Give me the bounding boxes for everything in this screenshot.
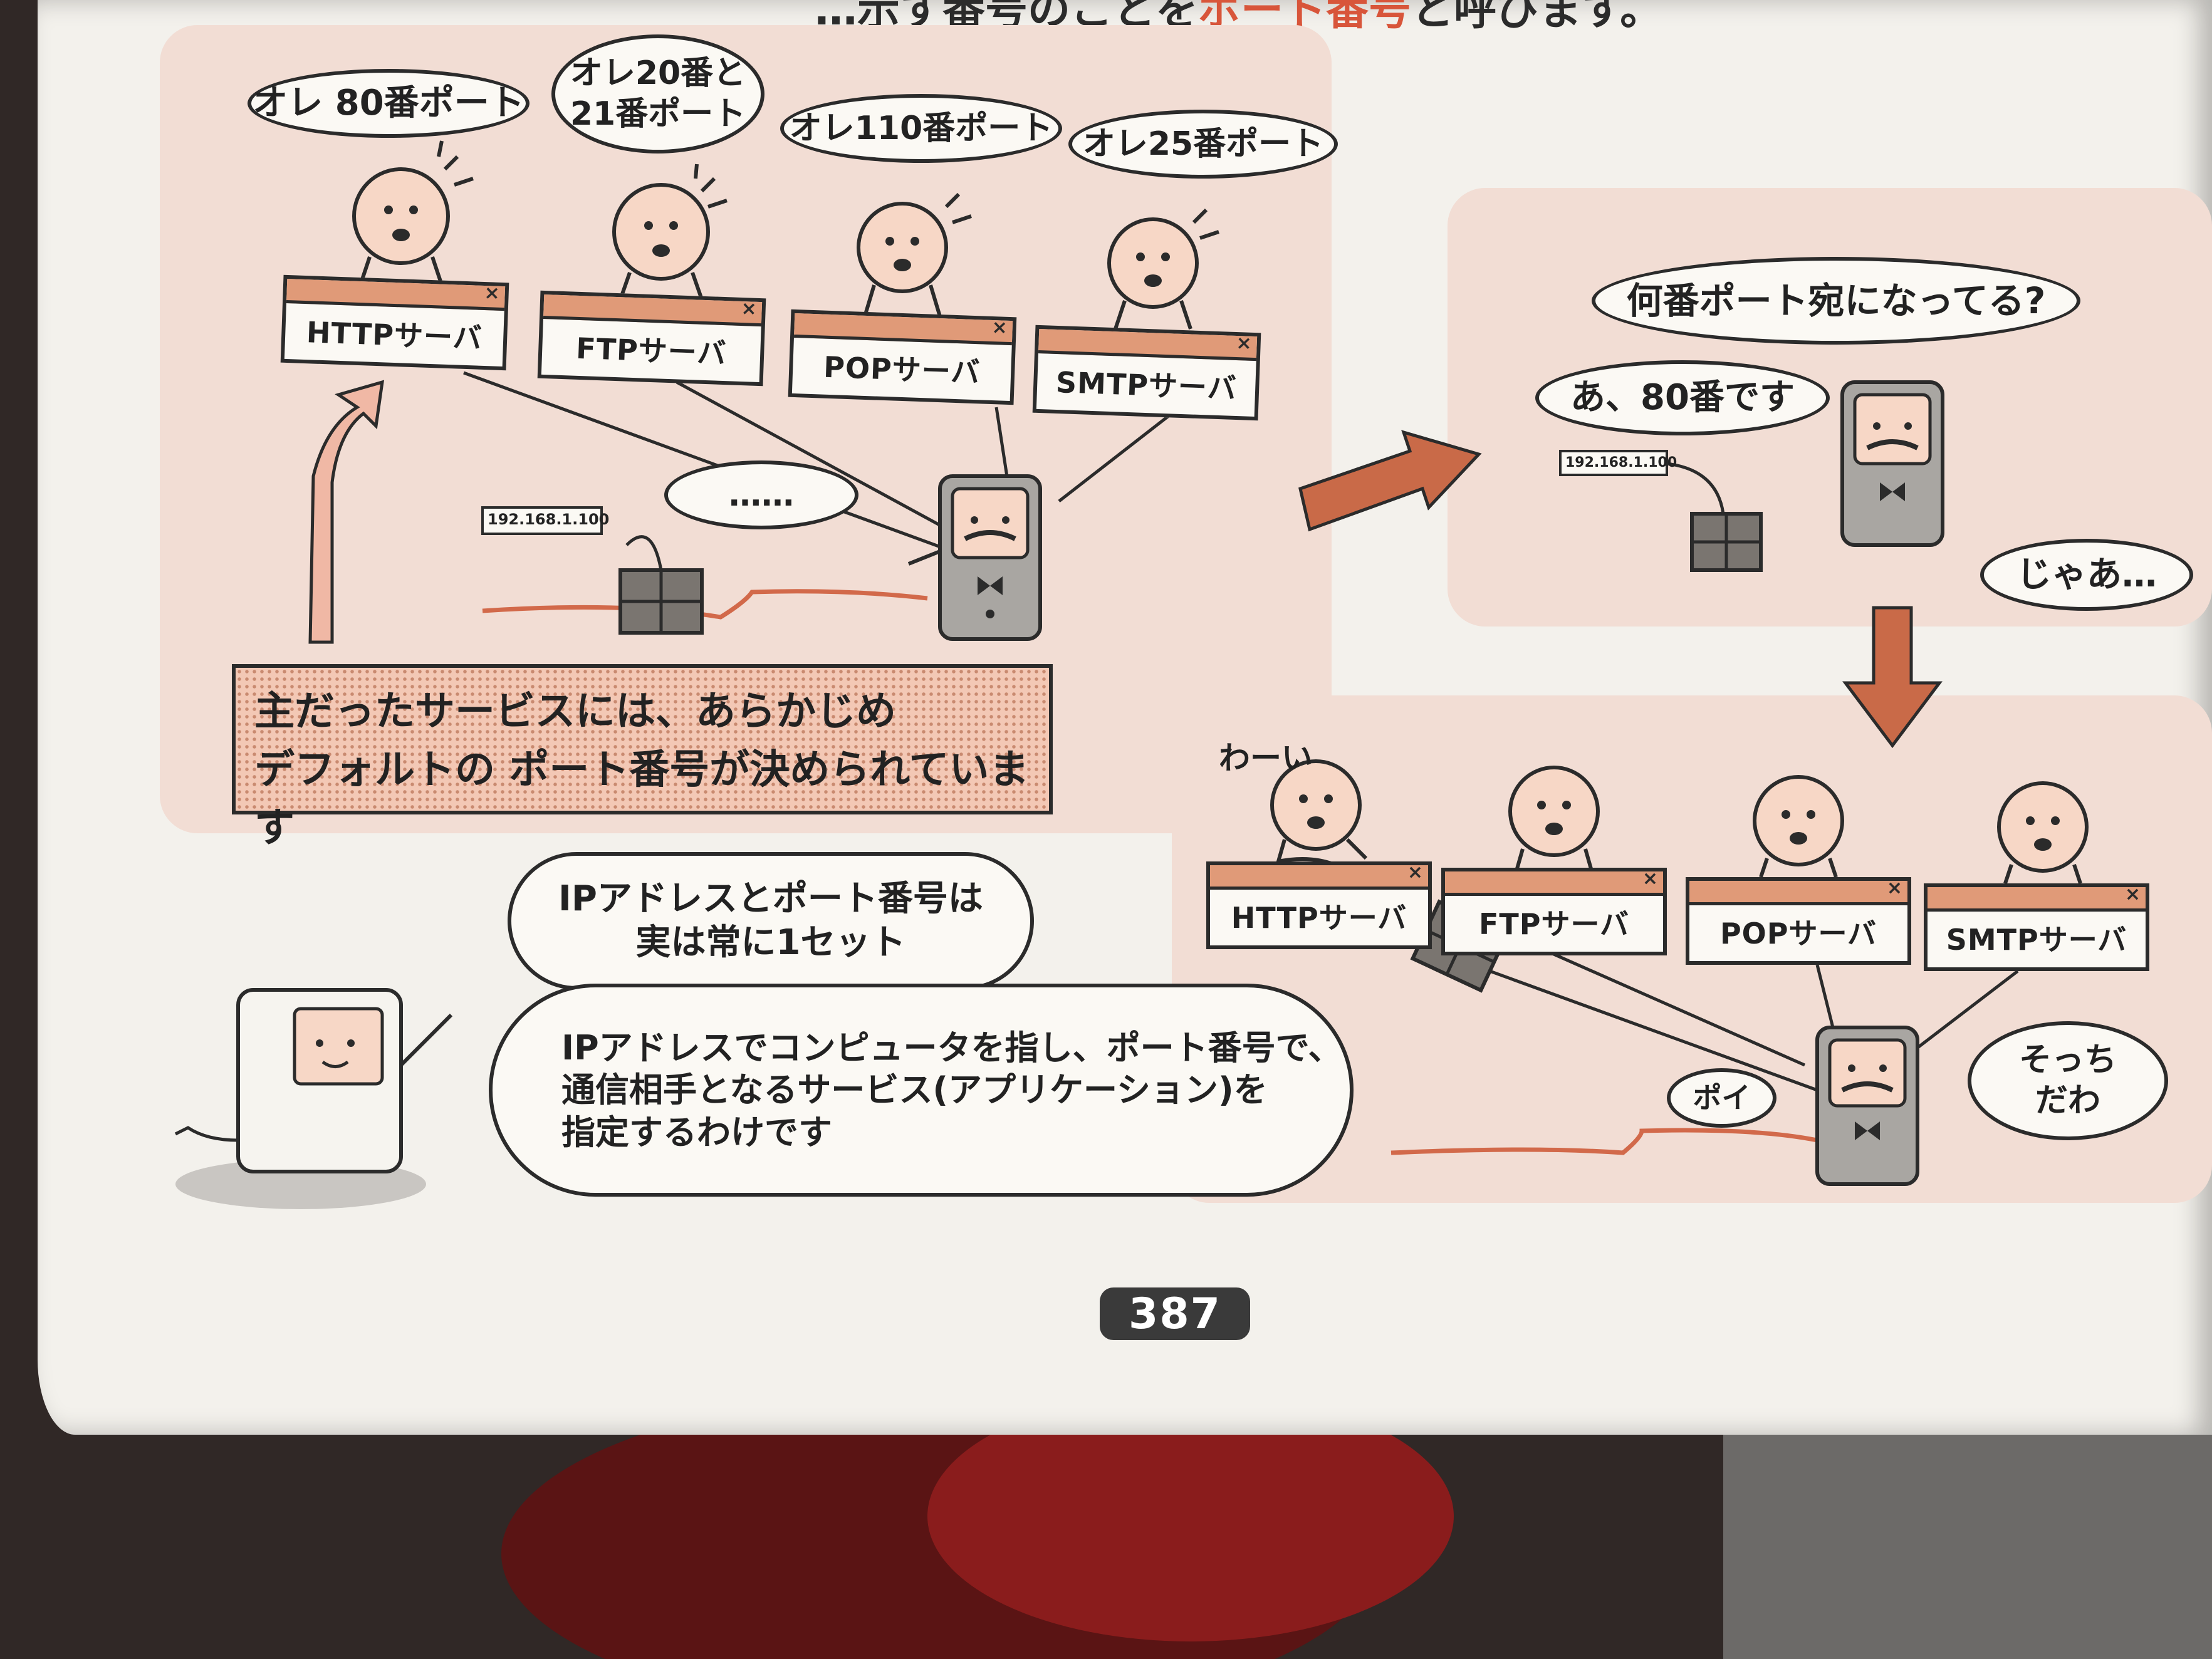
server-pop: ×POPサーバ — [788, 309, 1017, 405]
narrator-computer — [174, 988, 453, 1209]
packet-box-2 — [1559, 450, 1763, 572]
close-icon: × — [483, 281, 501, 304]
packet-box — [481, 506, 704, 635]
explain-line5: 指定するわけです — [561, 1112, 832, 1152]
speech-there: そっち だわ — [1968, 1021, 2168, 1140]
router-character-3 — [1815, 1026, 1919, 1186]
close-icon: × — [2124, 883, 2141, 905]
packet-ip-label: 192.168.1.100 — [488, 511, 610, 528]
close-icon: × — [740, 297, 758, 320]
server-smtp-3: ×SMTPサーバ — [1924, 883, 2149, 971]
speech-yay: わーい — [1219, 740, 1313, 776]
explain-line1: IPアドレスとポート番号は — [558, 878, 983, 919]
packet-ip-label-2: 192.168.1.100 — [1565, 455, 1677, 471]
explain-line3: IPアドレスでコンピュータを指し、ポート番号で、 — [561, 1027, 1342, 1068]
server-ftp-3: ×FTPサーバ — [1441, 868, 1667, 955]
close-icon: × — [1886, 877, 1902, 899]
speech-answer: あ、80番です — [1535, 360, 1830, 435]
speech-toss: ポイ — [1667, 1068, 1776, 1128]
speech-ftp-port: オレ20番と 21番ポート — [551, 34, 764, 153]
speech-pop-port: オレ110番ポート — [780, 94, 1062, 163]
note-line1: 主だったサービスには、あらかじめ — [254, 689, 896, 735]
speech-there-line2: だわ — [2035, 1082, 2100, 1120]
speech-smtp-port: オレ25番ポート — [1068, 110, 1338, 179]
server-pop-3: ×POPサーバ — [1686, 877, 1911, 965]
speech-ftp-line1: オレ20番と — [570, 55, 746, 92]
speech-ellipsis: …… — [664, 460, 858, 529]
explain-bubble-bottom: IPアドレスでコンピュータを指し、ポート番号で、 通信相手となるサービス(アプリ… — [489, 984, 1354, 1197]
server-http-3: ×HTTPサーバ — [1206, 861, 1432, 949]
speech-ftp-line2: 21番ポート — [570, 95, 746, 133]
explain-line4: 通信相手となるサービス(アプリケーション)を — [561, 1070, 1268, 1110]
server-ftp: ×FTPサーバ — [537, 290, 766, 387]
speech-which-port: 何番ポート宛になってる? — [1592, 257, 2080, 345]
router-character — [907, 474, 1042, 641]
explain-line2: 実は常に1セット — [635, 922, 906, 963]
note-line2: デフォルトの ポート番号が決められています — [254, 746, 1030, 851]
router-character-2 — [1840, 380, 1944, 547]
close-icon: × — [1642, 868, 1658, 890]
page-number: 387 — [1100, 1287, 1250, 1340]
speech-http-port: オレ 80番ポート — [248, 69, 530, 138]
close-icon: × — [1407, 861, 1423, 883]
explain-bubble-top: IPアドレスとポート番号は 実は常に1セット — [508, 852, 1034, 990]
server-http: ×HTTPサーバ — [280, 274, 509, 371]
close-icon: × — [1235, 331, 1253, 355]
speech-well: じゃあ… — [1980, 539, 2193, 611]
close-icon: × — [991, 316, 1008, 339]
server-smtp: ×SMTPサーバ — [1032, 325, 1261, 421]
default-port-note: 主だったサービスには、あらかじめ デフォルトの ポート番号が決められています — [232, 664, 1053, 851]
speech-there-line1: そっち — [2018, 1041, 2117, 1079]
